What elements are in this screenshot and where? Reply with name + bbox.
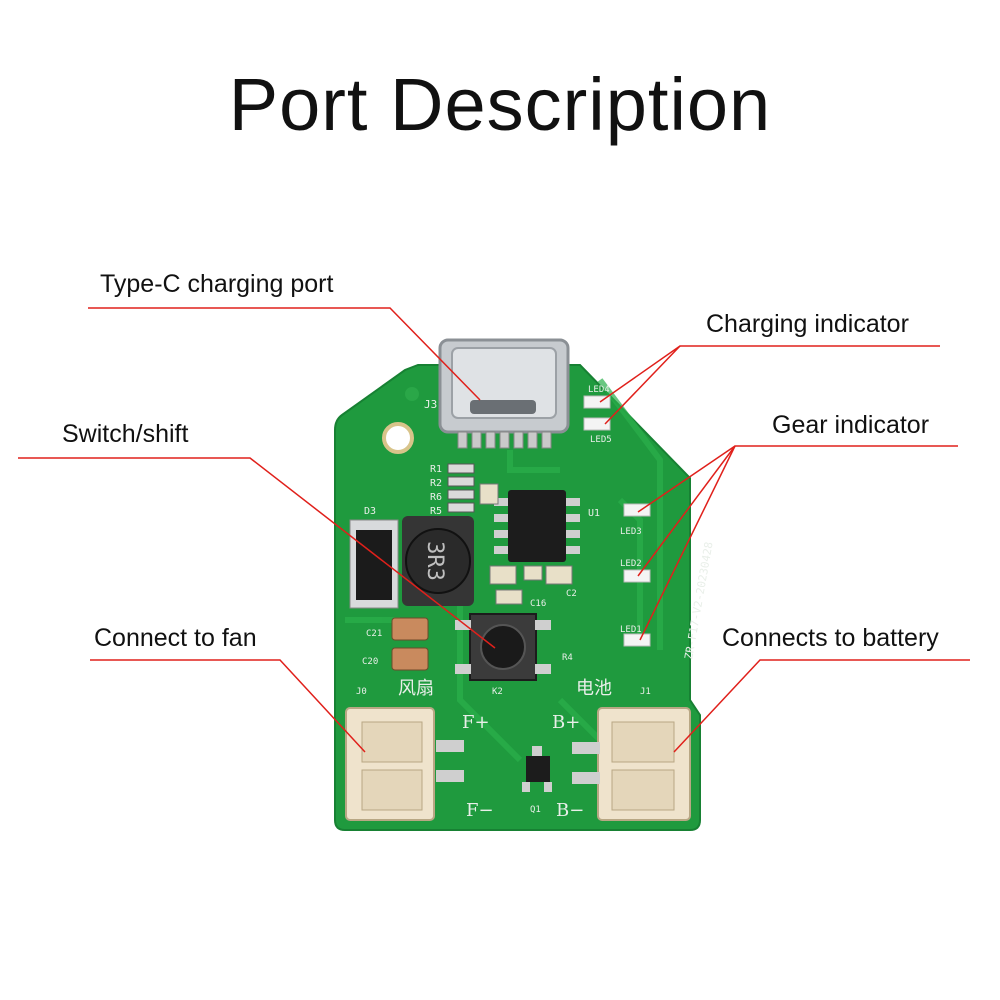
- smd-components: [479, 483, 573, 605]
- inductor-3r3: 3R3: [402, 516, 474, 606]
- battery-connector: [572, 707, 691, 821]
- capacitors-c20-c21: [391, 617, 429, 671]
- page-title: Port Description: [228, 63, 772, 146]
- leader-line-charging: [599, 345, 940, 403]
- leader-lines: [18, 307, 970, 753]
- svg-text:U1: U1: [588, 508, 600, 519]
- gear-leds: [623, 503, 651, 647]
- svg-text:R1: R1: [430, 464, 442, 475]
- leader-line-charging-2: [604, 345, 681, 425]
- mount-hole: [382, 422, 414, 454]
- svg-text:风扇: 风扇: [398, 678, 434, 699]
- pcb-traces: [345, 378, 663, 763]
- callout-switch-shift: Switch/shift: [62, 420, 189, 448]
- svg-text:LED3: LED3: [620, 527, 642, 537]
- leader-line-gear-3: [639, 445, 736, 641]
- callout-charging-indicator: Charging indicator: [706, 310, 909, 338]
- leader-line-fan: [90, 659, 366, 753]
- leader-line-type-c: [88, 307, 481, 401]
- svg-text:F−: F−: [466, 800, 494, 821]
- leader-line-switch: [18, 457, 496, 649]
- callout-type-c-charging-port: Type-C charging port: [100, 270, 334, 298]
- resistor-array: [447, 463, 475, 513]
- mount-hole: [405, 387, 419, 401]
- ic-u1: [494, 490, 580, 562]
- svg-text:Q1: Q1: [530, 805, 541, 815]
- svg-text:LED5: LED5: [590, 435, 612, 445]
- leader-line-gear-2: [637, 445, 736, 577]
- svg-text:R6: R6: [430, 492, 442, 503]
- svg-text:3R3: 3R3: [422, 541, 447, 581]
- tactile-switch-k2: [455, 613, 551, 681]
- svg-text:J1: J1: [640, 687, 651, 697]
- svg-text:B−: B−: [556, 800, 584, 821]
- svg-text:LED2: LED2: [620, 559, 642, 569]
- callout-connect-to-fan: Connect to fan: [94, 624, 257, 652]
- svg-text:C21: C21: [366, 629, 382, 639]
- svg-text:B+: B+: [552, 712, 580, 733]
- svg-text:C16: C16: [530, 599, 546, 609]
- svg-text:R2: R2: [430, 478, 442, 489]
- svg-text:C20: C20: [362, 657, 378, 667]
- leader-line-battery: [673, 659, 970, 753]
- svg-text:C2: C2: [566, 589, 577, 599]
- fan-connector: [345, 707, 464, 821]
- diode-d3: [349, 519, 399, 609]
- callout-connects-to-battery: Connects to battery: [722, 624, 939, 652]
- svg-text:J0: J0: [356, 687, 367, 697]
- svg-text:LED4: LED4: [588, 385, 610, 395]
- svg-text:D3: D3: [364, 506, 376, 517]
- svg-text:K2: K2: [492, 687, 503, 697]
- svg-text:电池: 电池: [576, 678, 612, 699]
- svg-text:F+: F+: [462, 712, 490, 733]
- callout-gear-indicator: Gear indicator: [772, 411, 930, 439]
- svg-text:R5: R5: [430, 506, 442, 517]
- charging-leds: [583, 395, 611, 431]
- mosfet-q1: [522, 746, 552, 792]
- svg-text:J3: J3: [424, 398, 437, 411]
- svg-text:R4: R4: [562, 653, 573, 663]
- svg-text:LED1: LED1: [620, 625, 642, 635]
- usb-c-port: [438, 338, 570, 449]
